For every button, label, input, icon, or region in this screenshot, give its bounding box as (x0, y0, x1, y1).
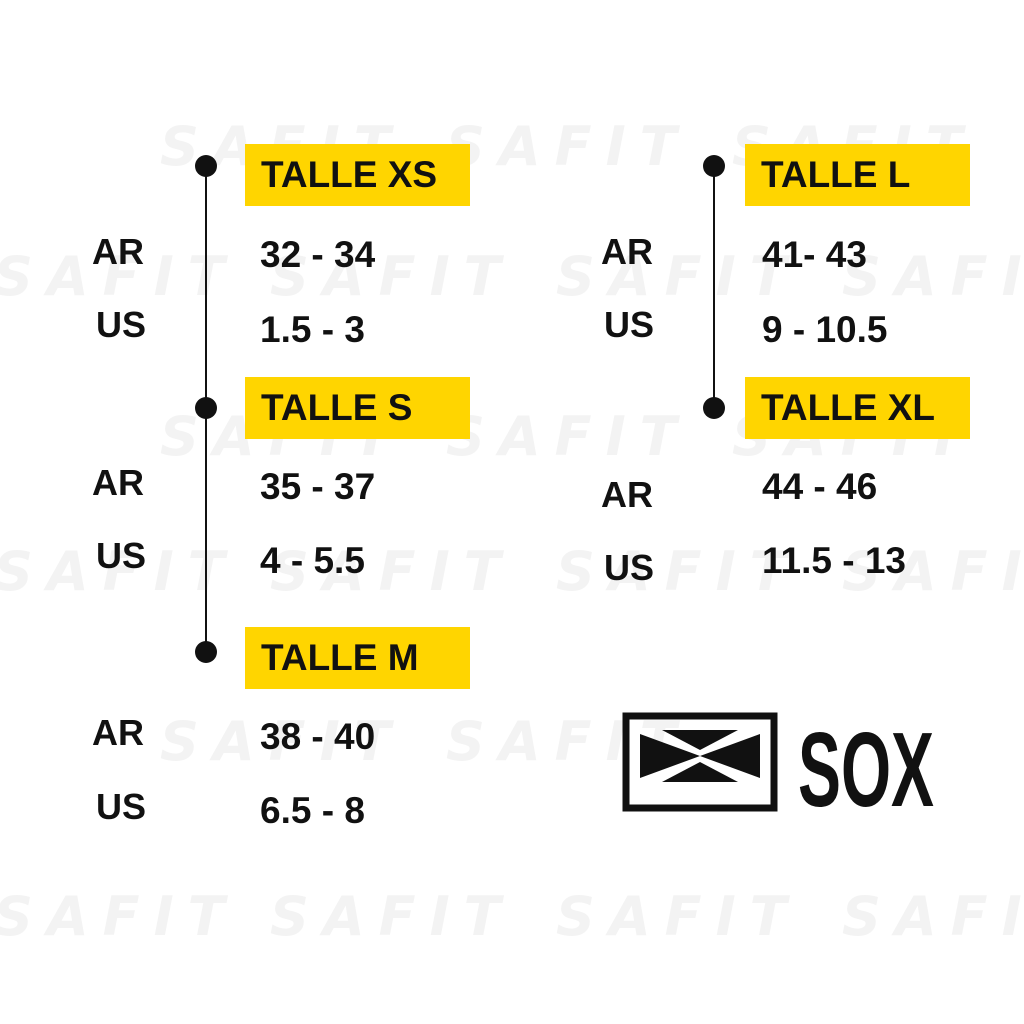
size-badge-xs: TALLE XS (245, 144, 470, 206)
us-label: US (96, 786, 147, 827)
ar-range-s: 35 - 37 (260, 466, 376, 507)
watermark: SAFIT (0, 885, 239, 948)
ar-label: AR (92, 231, 144, 272)
size-badge-s: TALLE S (245, 377, 470, 439)
us-range-xl: 11.5 - 13 (762, 540, 907, 581)
ar-range-l: 41- 43 (762, 234, 867, 275)
watermark: SAFIT (446, 405, 691, 468)
watermark: SAFIT (842, 245, 1024, 308)
timeline-dot (703, 397, 725, 419)
ar-range-xs: 32 - 34 (260, 234, 376, 275)
us-range-m: 6.5 - 8 (260, 790, 365, 831)
watermark: SAFIT (270, 885, 515, 948)
brand-name: SOX (798, 712, 934, 816)
us-label: US (604, 547, 655, 588)
us-label: US (96, 304, 147, 345)
us-label: US (96, 535, 147, 576)
watermark: SAFIT (842, 885, 1024, 948)
size-badge-l: TALLE L (745, 144, 970, 206)
watermark: SAFIT (446, 115, 691, 178)
us-range-xs: 1.5 - 3 (260, 309, 365, 350)
sox-box-logo-icon: SOX (622, 712, 934, 816)
size-badge-m: TALLE M (245, 627, 470, 689)
ar-range-xl: 44 - 46 (762, 466, 878, 507)
timeline-dot (195, 397, 217, 419)
timeline-dot (195, 641, 217, 663)
us-range-l: 9 - 10.5 (762, 309, 888, 350)
us-label: US (604, 304, 655, 345)
watermark: SAFIT (556, 885, 801, 948)
ar-label: AR (92, 462, 144, 503)
ar-label: AR (92, 712, 144, 753)
ar-label: AR (601, 474, 653, 515)
us-range-s: 4 - 5.5 (260, 540, 365, 581)
timeline-line (713, 166, 715, 408)
ar-range-m: 38 - 40 (260, 716, 376, 757)
timeline-dot (703, 155, 725, 177)
ar-label: AR (601, 231, 653, 272)
timeline-dot (195, 155, 217, 177)
size-badge-xl: TALLE XL (745, 377, 970, 439)
